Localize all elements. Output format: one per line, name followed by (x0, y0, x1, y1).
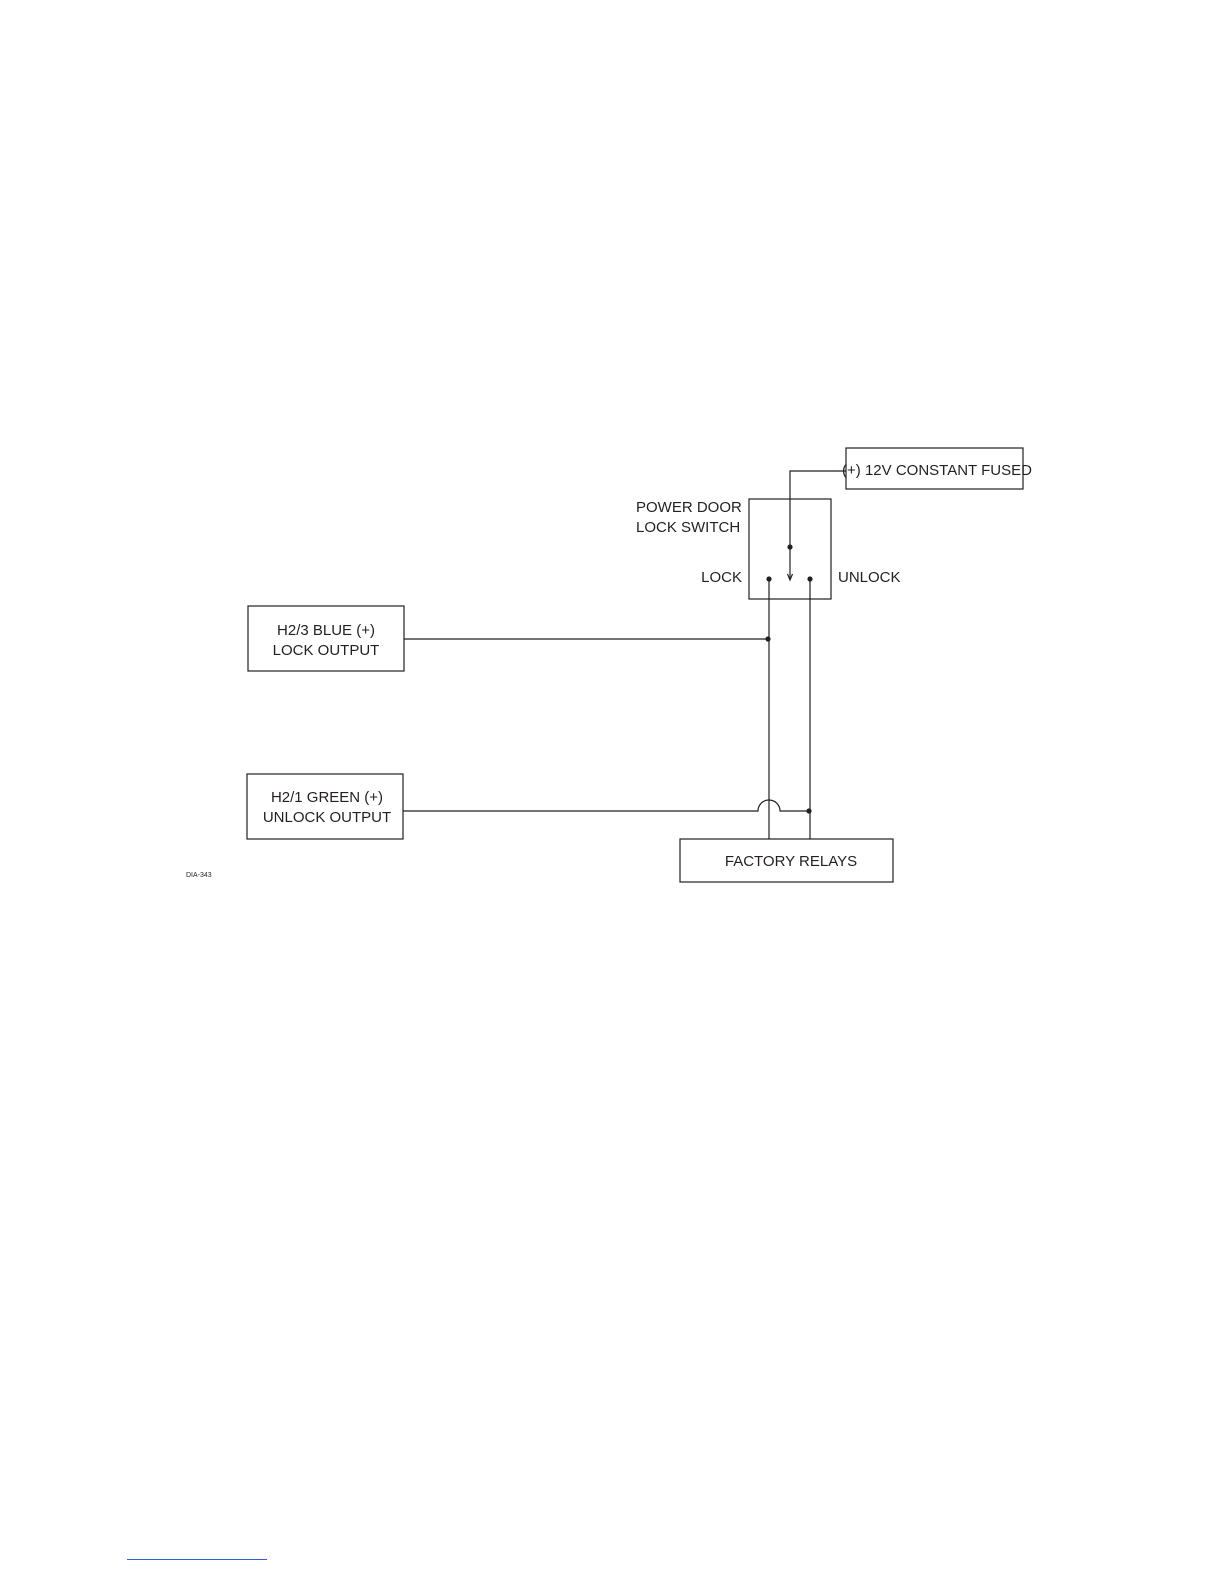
unlock-terminal-label: UNLOCK (838, 569, 901, 586)
power-supply-node: (+) 12V CONSTANT FUSED (842, 448, 1032, 489)
unlock-junction-dot (806, 808, 811, 813)
lock-output-line1: H2/3 BLUE (+) (277, 622, 375, 639)
factory-relays-node: FACTORY RELAYS (680, 839, 893, 882)
unlock-output-node: H2/1 GREEN (+) UNLOCK OUTPUT (247, 774, 403, 839)
unlock-output-line1: H2/1 GREEN (+) (271, 789, 383, 806)
footer-rule (127, 1559, 267, 1560)
lock-junction-dot (765, 636, 770, 641)
lock-switch-title-line1: POWER DOOR (636, 499, 742, 516)
diagram-id-label: DIA-343 (186, 872, 212, 879)
lock-output-node: H2/3 BLUE (+) LOCK OUTPUT (248, 606, 404, 671)
lock-output-line2: LOCK OUTPUT (273, 642, 380, 659)
power-supply-label: (+) 12V CONSTANT FUSED (842, 462, 1032, 479)
lock-terminal-label: LOCK (701, 569, 742, 586)
unlock-output-box (247, 774, 403, 839)
lock-switch-node: POWER DOOR LOCK SWITCH LOCK UNLOCK (636, 499, 901, 599)
unlock-output-line2: UNLOCK OUTPUT (263, 809, 391, 826)
wire-unlock-output (403, 800, 810, 811)
factory-relays-label: FACTORY RELAYS (725, 853, 857, 870)
lock-switch-title-line2: LOCK SWITCH (636, 519, 740, 536)
